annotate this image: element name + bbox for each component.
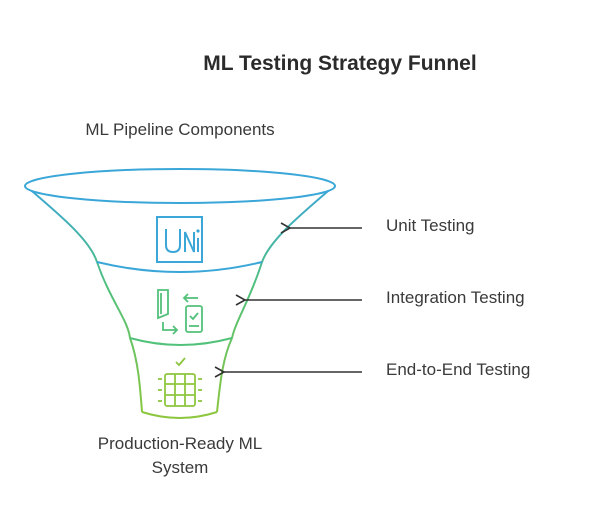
- integration-phone-arrows-icon: [157, 289, 203, 335]
- funnel-left-side: [25, 185, 143, 413]
- bottom-label-line-1: Production-Ready ML: [97, 434, 263, 453]
- bottom-label-line-2: System: [151, 458, 209, 477]
- stage-label-end-to-end-testing: End-to-End Testing: [386, 360, 531, 379]
- unit-testing-icon: [156, 216, 203, 263]
- stage-label-integration-testing: Integration Testing: [386, 288, 525, 307]
- funnel-top-label: ML Pipeline Components: [85, 120, 275, 139]
- funnel-body: [24, 168, 336, 419]
- funnel-right-side: [216, 185, 335, 413]
- server-check-icon: [158, 357, 202, 407]
- funnel-bottom-label: Production-Ready ML System: [60, 432, 300, 480]
- separator-integration-e2e: [129, 337, 233, 346]
- stage-label-unit-testing: Unit Testing: [386, 216, 475, 235]
- funnel-bottom: [141, 411, 218, 419]
- funnel-top-rim: [24, 168, 336, 204]
- diagram-title: ML Testing Strategy Funnel: [203, 52, 477, 75]
- separator-unit-integration: [96, 261, 263, 273]
